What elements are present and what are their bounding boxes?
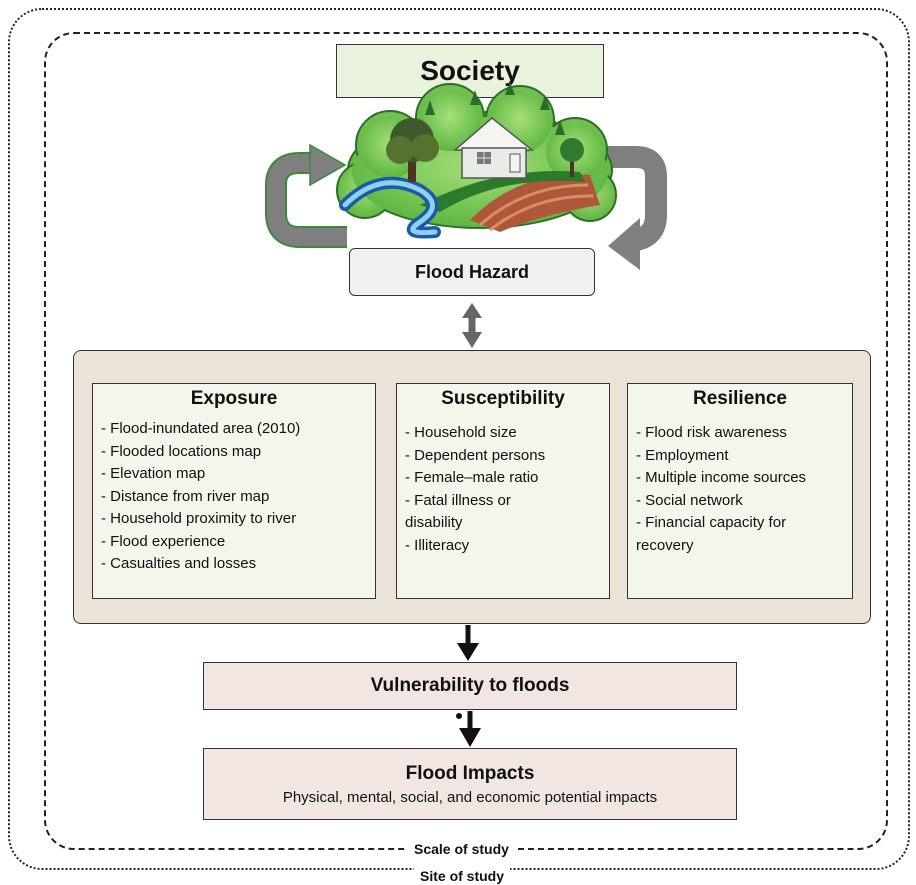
resilience-item: - Flood risk awareness	[636, 424, 787, 441]
vulnerability-box: Vulnerability to floods	[203, 662, 737, 710]
site-of-study-label: Site of study	[414, 868, 511, 884]
flood-impacts-box: Flood Impacts Physical, mental, social, …	[203, 748, 737, 820]
cycle-arrow-left	[265, 143, 347, 248]
double-arrow-hazard-factors	[462, 303, 482, 348]
resilience-item: - Social network	[636, 491, 743, 509]
resilience-item: - Employment	[636, 446, 729, 464]
exposure-panel: Exposure - Flood-inundated area (2010) -…	[92, 383, 376, 599]
resilience-item: - Financial capacity for recovery	[636, 514, 787, 554]
arrow-vulnerability-to-impacts	[456, 711, 481, 747]
cycle-arrow-right	[602, 146, 667, 270]
exposure-item: - Flood-inundated area (2010)	[101, 420, 301, 437]
vulnerability-factors-container: Exposure - Flood-inundated area (2010) -…	[73, 350, 871, 624]
susceptibility-item: - Female–male ratio	[405, 469, 539, 486]
exposure-item: - Flooded locations map	[101, 442, 262, 460]
susceptibility-panel: Susceptibility - Household size - Depend…	[396, 383, 610, 599]
cloud-landscape	[336, 82, 617, 239]
susceptibility-item: - Household size	[405, 424, 517, 441]
arrow-factors-to-vulnerability	[457, 625, 479, 661]
exposure-item: - Flood experience	[101, 532, 226, 550]
exposure-item: - Elevation map	[101, 465, 206, 482]
exposure-item: - Distance from river map	[101, 487, 270, 505]
resilience-title: Resilience	[693, 388, 787, 409]
society-box: Society	[336, 44, 604, 98]
susceptibility-item: - Illiteracy	[405, 536, 470, 554]
flood-impacts-title: Flood Impacts	[405, 762, 535, 784]
scale-of-study-label: Scale of study	[408, 841, 515, 857]
exposure-title: Exposure	[190, 388, 278, 409]
exposure-item: - Casualties and losses	[101, 555, 257, 572]
flood-hazard-box: Flood Hazard	[349, 248, 595, 296]
susceptibility-item: - Fatal illness or disability	[405, 491, 511, 532]
exposure-item: - Household proximity to river	[101, 510, 297, 527]
susceptibility-item: - Dependent persons	[405, 446, 546, 464]
flood-impacts-subtitle: Physical, mental, social, and economic p…	[282, 788, 658, 806]
resilience-panel: Resilience - Flood risk awareness - Empl…	[627, 383, 853, 599]
resilience-item: - Multiple income sources	[636, 469, 807, 486]
susceptibility-title: Susceptibility	[441, 388, 565, 409]
